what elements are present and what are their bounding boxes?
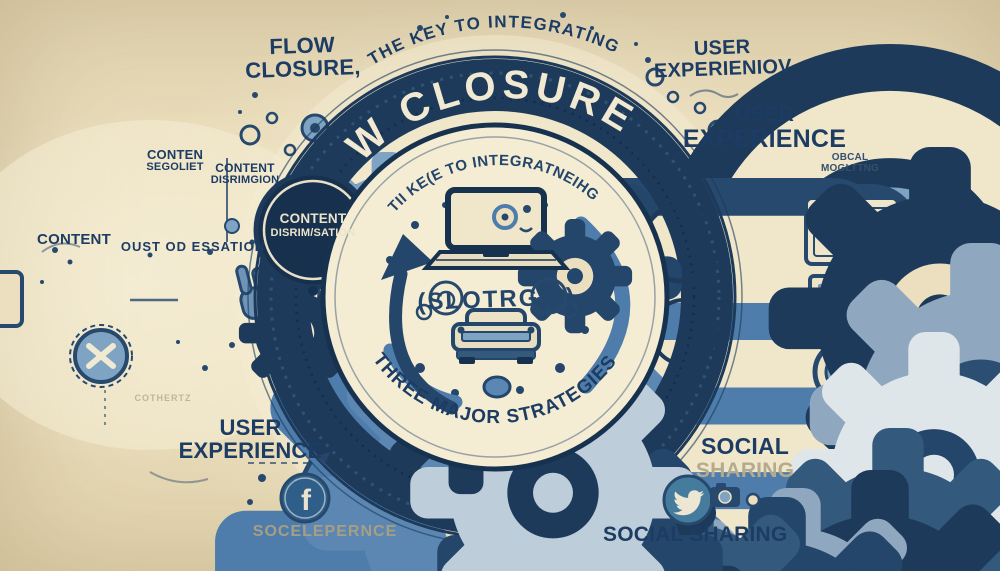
right-ue-line1: USER: [734, 103, 795, 126]
arrow-up-icon: [381, 234, 459, 415]
left-garbled1-line1: CONTEN: [146, 147, 204, 162]
badge-line1: CONTENT: [279, 211, 347, 226]
bottom-right-social-sharing-label: SOCIAL SHARING: [603, 523, 788, 546]
left-content-label: CONTENT: [37, 231, 111, 248]
main-ring: [247, 49, 1000, 571]
right-small-garbled-label: OBCAL MOGLTTNG: [808, 152, 892, 174]
top-left-title: FLOW CLOSURE,: [229, 31, 376, 83]
left-panel: [0, 152, 906, 571]
bottom-right-social-label: SOCIAL: [700, 433, 790, 459]
right-user-experience-label: USER EXPERIENCE: [682, 103, 847, 154]
laptop-icon: [421, 187, 633, 334]
left-garbled-label-1: CONTEN SEGOLIET: [120, 148, 230, 173]
inner-circle: (SLOTRGIS): [320, 122, 670, 472]
phone-icon: [0, 270, 24, 328]
cycle-bead: [482, 375, 512, 399]
right-small-line2: MOGLTTNG: [820, 162, 880, 174]
left-garbled-label-3: OUST OD ESSATION: [120, 239, 266, 254]
bottom-left-faded-label: SOCELEPERNCE: [252, 523, 398, 540]
bottom-left-user-experience-label: USER EXPERIENCE: [168, 416, 333, 463]
swirl-doodles: [415, 277, 579, 321]
bottom-left-faint-scribble: COTHERTZ: [134, 393, 192, 403]
facebook-glyph: f: [301, 484, 312, 517]
left-garbled2-line1: CONTENT: [215, 161, 275, 175]
camera-icon: [710, 483, 761, 508]
bl-ue-line1: USER: [219, 415, 282, 440]
left-garbled1-line2: SEGOLIET: [146, 160, 204, 173]
top-right-garbled-label: USER EXPERIENIOV: [629, 35, 815, 84]
top-left-title-line2: CLOSURE,: [244, 54, 361, 84]
badge-line2: DISRIM/SATION: [270, 226, 356, 239]
bottom-right-sharing-faded-label: SHARING: [695, 459, 795, 482]
car-icon: [451, 308, 541, 364]
triangle-marker: [316, 452, 330, 466]
right-small-line1: OBCAL: [831, 152, 869, 163]
left-garbled-label-2: CONTENT DISRIMGION: [195, 162, 295, 186]
share-icon: [69, 324, 133, 388]
left-garbled2-line2: DISRIMGION: [210, 173, 280, 186]
twitter-icon: [662, 474, 714, 526]
right-ue-line2: EXPERIENCE: [682, 125, 847, 154]
document-blob: [224, 218, 240, 234]
facebook-circle-icon: f: [279, 472, 331, 524]
bl-ue-line2: EXPERIENCE: [178, 438, 323, 464]
badge-label: CONTENT DISRIM/SATION: [256, 211, 370, 239]
